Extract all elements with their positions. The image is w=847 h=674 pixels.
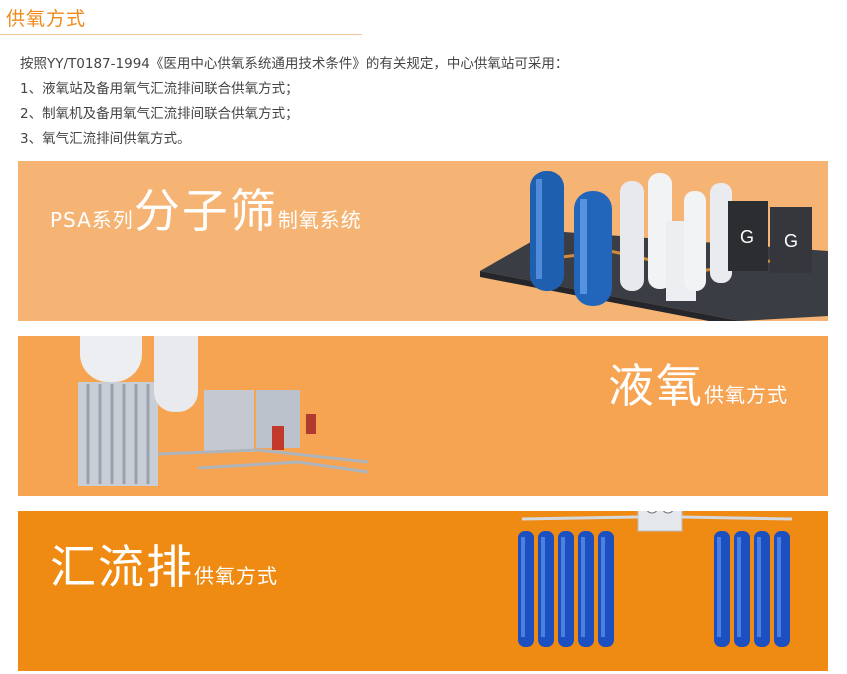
svg-text:G: G xyxy=(784,231,798,251)
page-title: 供氧方式 xyxy=(6,8,87,30)
gas-cylinder-manifold-icon xyxy=(492,511,804,671)
liquid-oxygen-tank-icon xyxy=(58,336,378,492)
intro-line: 1、液氧站及备用氧气汇流排间联合供氧方式； xyxy=(20,81,299,97)
psa-headline: PSA系列分子筛制氧系统 xyxy=(50,175,362,241)
intro-line: 按照YY/T0187-1994《医用中心供氧系统通用技术条件》的有关规定，中心供… xyxy=(20,56,569,72)
manifold-main: 汇流排 xyxy=(50,540,194,594)
manifold-headline: 汇流排供氧方式 xyxy=(50,531,278,597)
psa-prefix: PSA系列 xyxy=(50,208,134,232)
intro-line: 3、氧气汇流排间供氧方式。 xyxy=(20,131,191,147)
manifold-banner: 汇流排供氧方式 xyxy=(18,511,828,671)
intro-line: 2、制氧机及备用氧气汇流排间联合供氧方式； xyxy=(20,106,299,122)
liquid-headline: 液氧供氧方式 xyxy=(608,350,788,416)
title-divider xyxy=(0,34,362,35)
manifold-suffix: 供氧方式 xyxy=(194,564,278,588)
svg-text:G: G xyxy=(740,227,754,247)
psa-suffix: 制氧系统 xyxy=(277,208,362,232)
psa-oxygen-plant-icon: G G xyxy=(470,161,828,321)
liquid-oxygen-banner: 液氧供氧方式 xyxy=(18,336,828,496)
liquid-main: 液氧 xyxy=(608,359,704,413)
intro-text: 按照YY/T0187-1994《医用中心供氧系统通用技术条件》的有关规定，中心供… xyxy=(20,52,568,152)
psa-main: 分子筛 xyxy=(133,184,278,238)
psa-banner: PSA系列分子筛制氧系统 G G xyxy=(18,161,828,321)
liquid-suffix: 供氧方式 xyxy=(704,383,788,407)
